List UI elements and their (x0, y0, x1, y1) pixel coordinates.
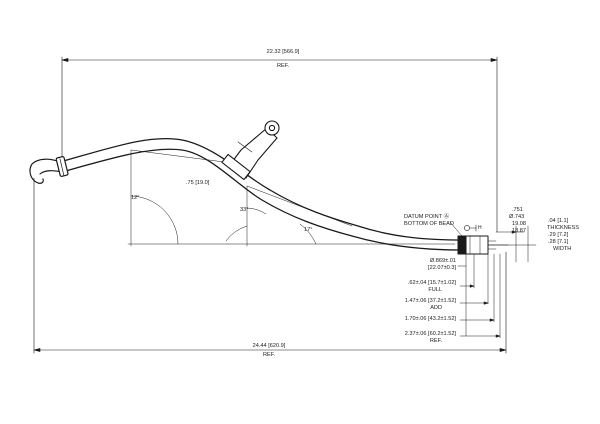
overall-length-dimension (61, 56, 498, 233)
width-value-bottom: .28 [7.1] (548, 239, 569, 245)
tube-tip (457, 235, 509, 255)
tip-dim-743: Ø.743 (509, 214, 525, 220)
stack-dim-ref-sub: REF. (429, 338, 442, 344)
angle-reference-lines (127, 149, 456, 247)
datum-marker (464, 224, 477, 232)
stack-dim-full-sub: FULL (428, 287, 442, 293)
angle-label-12: 12° (131, 195, 140, 201)
overall-length-note: REF. (276, 63, 290, 69)
hook-end (29, 156, 69, 184)
datum-sublabel: BOTTOM OF BEAD (404, 221, 454, 227)
stack-dim-170: 1.70±.06 [43.2±1.52] (404, 316, 456, 322)
datum-label: DATUM POINT Ⓐ (404, 214, 450, 220)
total-length-label: 24.44 [620.9] (234, 343, 304, 350)
angle-label-33: 33° (240, 207, 249, 213)
tube-body (59, 137, 463, 251)
tip-dimension-lines (495, 225, 537, 263)
overall-length-label: 22.32 [566.9] (248, 49, 318, 56)
overall-length-value: 22.32 [566.9] (266, 49, 300, 55)
mounting-bracket (221, 120, 280, 181)
angle-label-17: 17° (304, 227, 313, 233)
stack-dim-ref: 2.37±.06 [60.2±1.52] (404, 331, 456, 337)
total-length-note: REF. (262, 352, 276, 358)
datum-marker-letter: H (478, 225, 482, 231)
clip-width-label: .75 [19.0] (186, 180, 210, 186)
tip-dim-1908: 19.08 (512, 221, 526, 227)
thickness-label: THICKNESS (547, 225, 580, 231)
stack-dim-add-sub: ADD (430, 305, 442, 311)
thickness-value: .04 [1.1] (548, 218, 569, 224)
stack-dimension-lines (457, 253, 501, 339)
tip-dim-1887: 18.87 (512, 228, 526, 234)
stack-dim-diameter: Ø.869±.01 (429, 258, 456, 264)
datum-leader (449, 221, 463, 237)
width-label: WIDTH (553, 246, 572, 252)
stack-dim-diameter-sub: [22.07±0.3] (428, 265, 456, 271)
total-length-dimension (33, 177, 507, 354)
tip-dim-751: .751 (512, 207, 523, 213)
total-length-value: 24.44 [620.9] (252, 343, 286, 349)
width-value-top: .29 [7.2] (548, 232, 569, 238)
stack-dim-add: 1.47±.06 [37.2±1.52] (404, 298, 456, 304)
stack-dim-full: .62±.04 [15.7±1.02] (407, 280, 456, 286)
